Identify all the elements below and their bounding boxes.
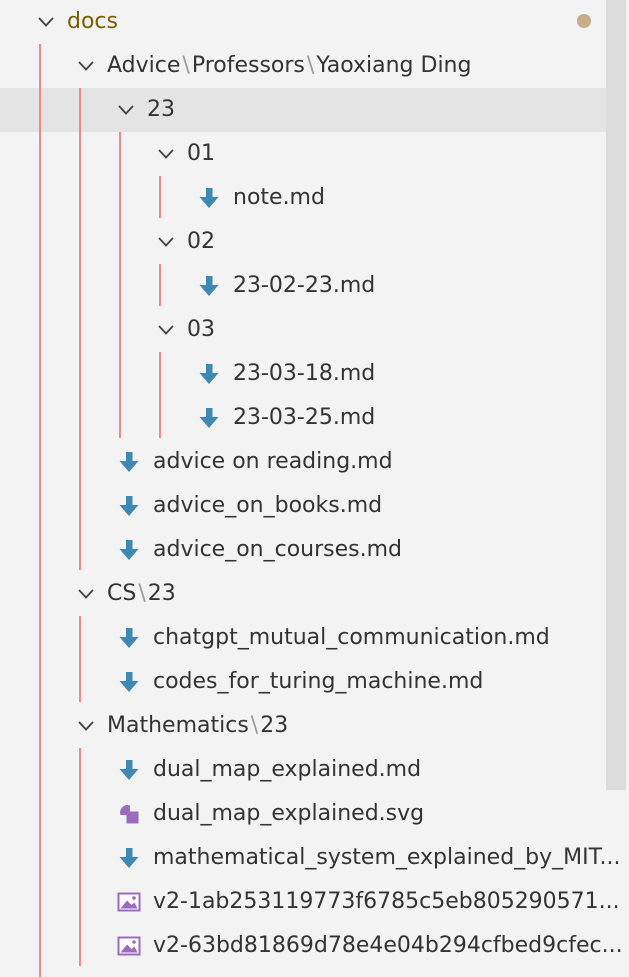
folder-segment: Yaoxiang Ding: [316, 53, 472, 78]
chevron-down-icon[interactable]: [153, 132, 179, 176]
file-label: v2-63bd81869d78e4e04b294cfbed9cfec...: [153, 933, 623, 958]
markdown-download-icon: [196, 264, 222, 308]
markdown-download-icon: [196, 352, 222, 396]
file-item-dual-map-explained-md[interactable]: dual_map_explained.md: [0, 748, 606, 792]
markdown-download-icon: [116, 528, 142, 572]
folder-item-advice-professors-yaoxiang-ding[interactable]: Advice\Professors\Yaoxiang Ding: [0, 44, 606, 88]
folder-segment: 23: [147, 97, 175, 122]
chevron-down-icon[interactable]: [113, 88, 139, 132]
indent-guide: [159, 176, 161, 218]
folder-label: Advice\Professors\Yaoxiang Ding: [107, 44, 471, 88]
file-item-23-02-23-md[interactable]: 23-02-23.md: [0, 264, 606, 308]
folder-segment: docs: [67, 9, 118, 34]
file-label: 23-03-25.md: [233, 405, 376, 430]
file-item-dual-map-explained-svg[interactable]: dual_map_explained.svg: [0, 792, 606, 836]
chevron-down-icon[interactable]: [73, 704, 99, 748]
folder-item-01[interactable]: 01: [0, 132, 606, 176]
file-label: 23-03-18.md: [233, 361, 376, 386]
file-item-note-md[interactable]: note.md: [0, 176, 606, 220]
folder-label: docs: [67, 0, 118, 44]
folder-item-23[interactable]: 23: [0, 88, 606, 132]
image-file-icon: [116, 924, 142, 968]
folder-segment: Professors: [191, 53, 305, 78]
folder-label: 23: [147, 88, 175, 132]
folder-segment: 01: [187, 141, 215, 166]
markdown-download-icon: [116, 616, 142, 660]
file-label: chatgpt_mutual_communication.md: [153, 625, 550, 650]
folder-label: CS\23: [107, 572, 176, 616]
file-item-advice-on-reading-md[interactable]: advice on reading.md: [0, 440, 606, 484]
file-label: v2-1ab253119773f6785c5eb805290571...: [153, 889, 620, 914]
chevron-down-icon[interactable]: [153, 308, 179, 352]
path-separator: \: [250, 713, 259, 738]
markdown-download-icon: [116, 484, 142, 528]
file-item-chatgpt-mutual-communication-md[interactable]: chatgpt_mutual_communication.md: [0, 616, 606, 660]
file-label: mathematical_system_explained_by_MIT...: [153, 845, 621, 870]
folder-segment: CS: [107, 581, 137, 606]
indent-guide: [159, 352, 161, 438]
chevron-down-icon[interactable]: [153, 220, 179, 264]
folder-item-03[interactable]: 03: [0, 308, 606, 352]
indent-guide: [79, 748, 81, 966]
markdown-download-icon: [116, 836, 142, 880]
file-item-advice-on-books-md[interactable]: advice_on_books.md: [0, 484, 606, 528]
path-separator: \: [182, 53, 190, 78]
file-label: advice on reading.md: [153, 449, 393, 474]
folder-segment: 23: [260, 713, 289, 738]
folder-segment: 23: [147, 581, 176, 606]
indent-guide: [79, 88, 81, 570]
file-label: 23-02-23.md: [233, 273, 376, 298]
indent-guide: [39, 44, 41, 977]
file-item-23-03-25-md[interactable]: 23-03-25.md: [0, 396, 606, 440]
folder-item-02[interactable]: 02: [0, 220, 606, 264]
markdown-download-icon: [116, 660, 142, 704]
chevron-down-icon[interactable]: [73, 572, 99, 616]
file-label: advice_on_books.md: [153, 493, 383, 518]
folder-segment: 03: [187, 317, 215, 342]
file-item-advice-on-courses-md[interactable]: advice_on_courses.md: [0, 528, 606, 572]
folder-label: 03: [187, 308, 215, 352]
markdown-download-icon: [196, 396, 222, 440]
indent-guide: [79, 616, 81, 702]
file-item-mathematical-system-explained-by-mit[interactable]: mathematical_system_explained_by_MIT...: [0, 836, 621, 880]
file-label: dual_map_explained.svg: [153, 801, 425, 826]
indent-guide: [159, 264, 161, 306]
folder-label: Mathematics\23: [107, 704, 288, 748]
folder-segment: 02: [187, 229, 215, 254]
file-item-codes-for-turing-machine-md[interactable]: codes_for_turing_machine.md: [0, 660, 606, 704]
file-label: codes_for_turing_machine.md: [153, 669, 484, 694]
folder-segment: Advice: [107, 53, 181, 78]
path-separator: \: [306, 53, 315, 78]
folder-label: 01: [187, 132, 215, 176]
file-label: note.md: [233, 185, 325, 210]
markdown-download-icon: [196, 176, 222, 220]
folder-segment: Mathematics: [107, 713, 249, 738]
explorer-scrollbar[interactable]: [606, 0, 626, 790]
chevron-down-icon[interactable]: [73, 44, 99, 88]
markdown-download-icon: [116, 748, 142, 792]
folder-label: 02: [187, 220, 215, 264]
svg-shapes-icon: [116, 792, 142, 836]
file-label: dual_map_explained.md: [153, 757, 422, 782]
file-item-23-03-18-md[interactable]: 23-03-18.md: [0, 352, 606, 396]
panel-edge: [626, 0, 629, 977]
image-file-icon: [116, 880, 142, 924]
folder-item-mathematics-23[interactable]: Mathematics\23: [0, 704, 606, 748]
path-separator: \: [138, 581, 146, 606]
root-folder-docs[interactable]: docs: [0, 0, 606, 44]
chevron-down-icon[interactable]: [33, 0, 59, 44]
modified-indicator-dot: [577, 14, 591, 28]
indent-guide: [119, 132, 121, 438]
file-item-v2-63bd81869d78e4e04b294cfbed9cfec[interactable]: v2-63bd81869d78e4e04b294cfbed9cfec...: [0, 924, 623, 968]
folder-item-cs-23[interactable]: CS\23: [0, 572, 606, 616]
markdown-download-icon: [116, 440, 142, 484]
file-label: advice_on_courses.md: [153, 537, 403, 562]
file-item-v2-1ab253119773f6785c5eb805290571[interactable]: v2-1ab253119773f6785c5eb805290571...: [0, 880, 620, 924]
